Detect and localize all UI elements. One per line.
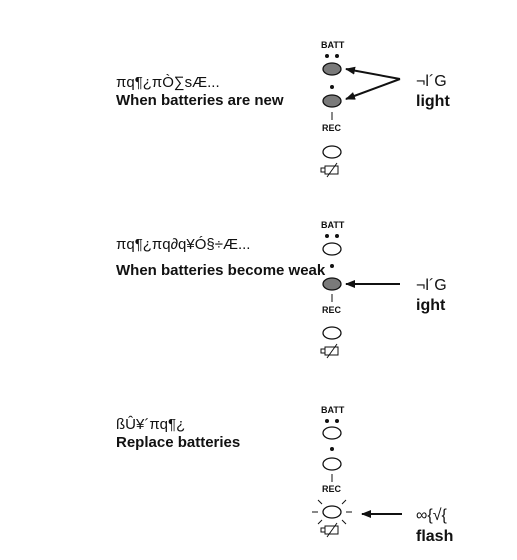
battery-empty-icon: [320, 343, 339, 359]
rec-led-off: [322, 457, 342, 471]
rec-label: REC: [322, 123, 342, 133]
rec-led-lit: [322, 277, 342, 291]
batt-dot: [335, 419, 339, 423]
section-1-label: πq¶¿πÒ∑sÆ... When batteries are new: [116, 74, 284, 110]
batt-led-lit: [322, 62, 342, 76]
section-3-label: ßÛ¥´πq¶¿ Replace batteries: [116, 416, 240, 452]
section-1-loc-text: πq¶¿πÒ∑sÆ...: [116, 74, 220, 91]
led-dot: [330, 85, 334, 89]
arrow: [345, 66, 401, 80]
section-2-en-text: When batteries become weak: [116, 262, 326, 279]
battery-empty-icon: [320, 162, 339, 178]
callout-en: ight: [416, 297, 446, 314]
section-2-label: πq¶¿πq∂q¥Ó§÷Æ... When batteries become w…: [116, 236, 325, 280]
led-dot: [330, 264, 334, 268]
batt-dot: [335, 234, 339, 238]
section-3-loc-text: ßÛ¥´πq¶¿: [116, 416, 186, 433]
led-dot: [330, 447, 334, 451]
off-led: [322, 326, 342, 340]
batt-dot: [325, 234, 329, 238]
section-1-en-text: When batteries are new: [116, 92, 284, 109]
arrow: [345, 78, 401, 100]
callout-en: flash: [416, 528, 453, 545]
batt-label: BATT: [321, 405, 345, 415]
indicator-group-new: BATT REC ¬l´G light: [320, 40, 450, 178]
batt-dot: [325, 419, 329, 423]
rec-label: REC: [322, 305, 342, 315]
rec-label: REC: [322, 484, 342, 494]
callout-loc: ¬l´G: [416, 277, 447, 294]
callout-loc: ¬l´G: [416, 73, 447, 90]
section-3-en-text: Replace batteries: [116, 434, 241, 451]
callout-en: light: [416, 93, 450, 110]
batt-dot: [325, 54, 329, 58]
section-2-loc-text: πq¶¿πq∂q¥Ó§÷Æ...: [116, 236, 251, 253]
indicator-group-replace: BATT REC ∞{√{ flash: [312, 405, 453, 545]
batt-dot: [335, 54, 339, 58]
batt-label: BATT: [321, 220, 345, 230]
batt-led-off: [322, 426, 342, 440]
callout-loc: ∞{√{: [416, 507, 448, 524]
batt-led-off: [322, 242, 342, 256]
flashing-led: [322, 505, 342, 519]
off-led: [322, 145, 342, 159]
battery-empty-icon: [320, 522, 339, 538]
flash-rays: [312, 499, 352, 525]
rec-led-lit: [322, 94, 342, 108]
batt-label: BATT: [321, 40, 345, 50]
indicator-group-weak: BATT REC ¬l´G ight: [320, 220, 447, 359]
